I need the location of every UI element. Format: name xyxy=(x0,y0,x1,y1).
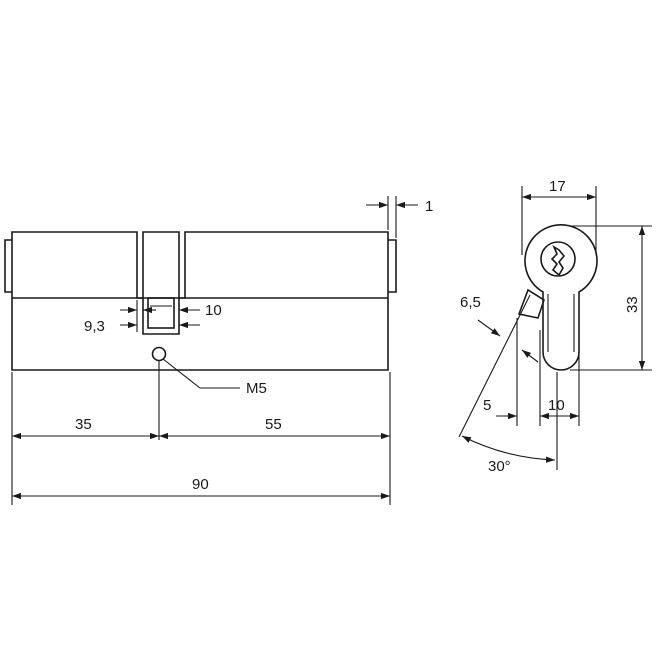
dim-17-label: 17 xyxy=(549,178,566,195)
dim-6-5-label: 6,5 xyxy=(460,294,481,311)
dim-90-label: 90 xyxy=(192,476,209,493)
plug-circle xyxy=(540,241,576,277)
m5-leader xyxy=(162,358,201,389)
m5-label: M5 xyxy=(246,380,267,397)
cylinder-body-outline xyxy=(11,231,389,371)
m5-screw-hole xyxy=(151,346,167,362)
angle-arc xyxy=(461,435,556,463)
end-view: 17 33 6,5 5 10 30° xyxy=(458,178,652,475)
dim-10-end-label: 10 xyxy=(548,397,565,414)
dim-6-5-arrow-1 xyxy=(477,319,501,337)
cam-slot xyxy=(142,298,180,335)
keyway xyxy=(550,245,566,277)
dim-33-label: 33 xyxy=(624,296,641,313)
cam-rotated-axis xyxy=(458,294,531,438)
left-end-cap xyxy=(4,239,12,293)
dim-55-label: 55 xyxy=(265,416,282,433)
dim-1-label: 1 xyxy=(425,198,433,215)
dim-6-5-arrow-2 xyxy=(521,349,539,363)
dim-9-3-label: 9,3 xyxy=(84,318,105,335)
dim-5-label: 5 xyxy=(483,397,491,414)
right-end-cap xyxy=(388,239,397,293)
dim-10-cam-label: 10 xyxy=(205,302,222,319)
angle-label: 30° xyxy=(488,458,511,475)
profile-outline xyxy=(524,224,598,371)
dim-35-label: 35 xyxy=(75,416,92,433)
side-view: M5 35 55 90 9,3 10 1 xyxy=(4,196,433,505)
cam-rotated xyxy=(517,288,545,319)
cam xyxy=(147,297,175,329)
